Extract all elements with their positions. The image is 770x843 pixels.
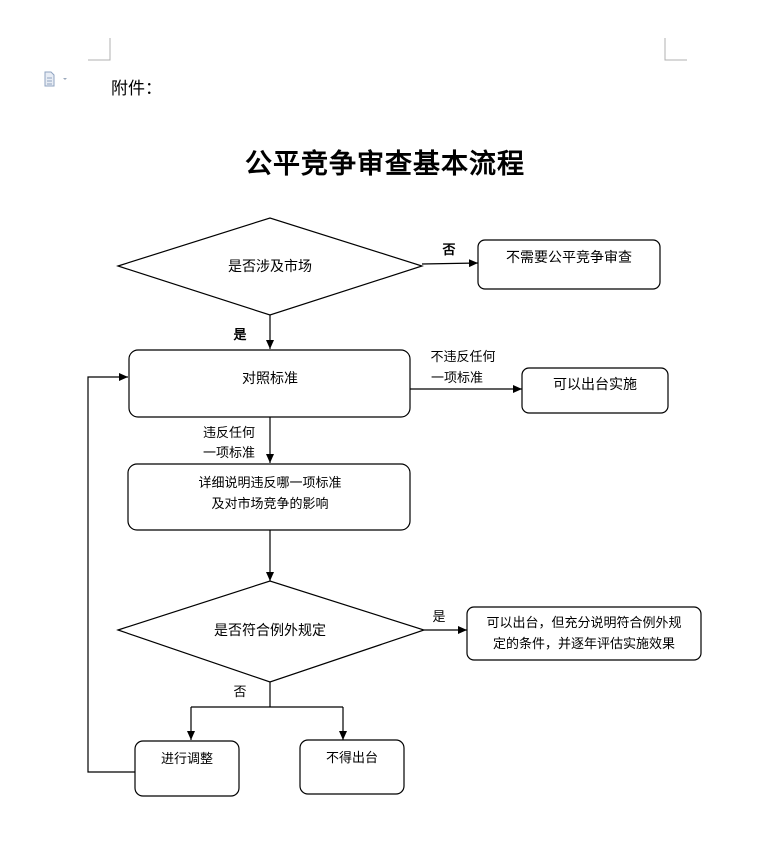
adjust-label: 进行调整: [161, 752, 213, 767]
edge-no-label-1: 否: [441, 243, 455, 258]
edge-yes-label-2: 是: [432, 610, 445, 625]
no-review-box: [477, 239, 661, 290]
cannot-issue-label: 不得出台: [326, 750, 378, 766]
detail-violation-box: [127, 463, 411, 531]
detail-violation-line1: 详细说明违反哪一项标准: [198, 476, 341, 491]
adjust-box: [134, 740, 240, 797]
edge-no-label-2: 否: [233, 685, 246, 700]
compare-standards-label: 对照标准: [242, 371, 298, 387]
attachment-label: 附件：: [111, 79, 162, 99]
cannot-issue-box: [299, 739, 405, 795]
can-implement-label: 可以出台实施: [553, 377, 637, 393]
detail-violation-line2: 及对市场竞争的影响: [211, 496, 328, 512]
edge-not-violate-line1: 不违反任何: [430, 349, 495, 365]
edge-no-review: [421, 259, 479, 268]
decision-market-shape: [116, 217, 424, 316]
edge-not-violate-line2: 一项标准: [431, 371, 483, 386]
edge-violate-line2: 一项标准: [203, 446, 255, 461]
no-review-label: 不需要公平竞争审查: [506, 249, 632, 266]
decision-exception-label: 是否符合例外规定: [214, 623, 326, 639]
edge-yes-label-1: 是: [232, 328, 247, 343]
document-icon[interactable]: [43, 71, 69, 87]
page-title: 公平竞争审查基本流程: [245, 149, 525, 180]
exception-result-line2: 定的条件，并逐年评估实施效果: [493, 636, 675, 652]
exception-result-line1: 可以出台，但充分说明符合例外规: [486, 615, 681, 631]
exception-result-box: [466, 606, 702, 661]
caret-down-icon: [63, 78, 67, 80]
edge-loop-back: [87, 373, 135, 773]
can-implement-box: [521, 367, 669, 414]
edge-violate-line1: 违反任何: [203, 425, 255, 441]
decision-market-label: 是否涉及市场: [228, 258, 312, 275]
